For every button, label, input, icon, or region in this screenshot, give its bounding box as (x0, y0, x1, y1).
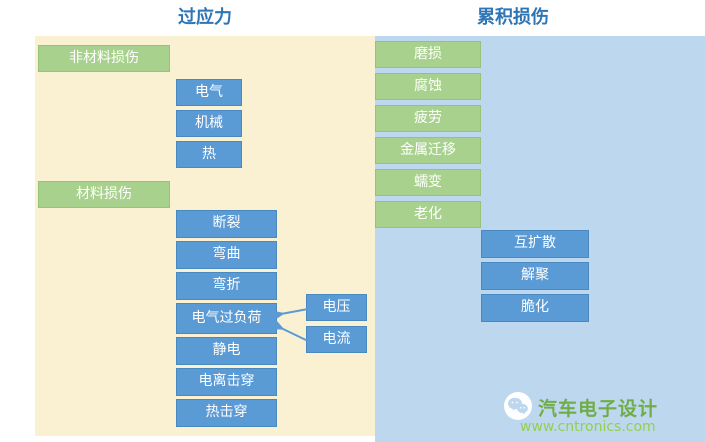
cumulative-mechanism: 金属迁移 (375, 137, 481, 164)
material-item: 电离击穿 (176, 368, 277, 396)
cumulative-mechanism: 蠕变 (375, 169, 481, 196)
cumulative-mechanism: 疲劳 (375, 105, 481, 132)
material-item: 弯曲 (176, 241, 277, 269)
non-material-item: 热 (176, 141, 242, 168)
material-item: 静电 (176, 337, 277, 365)
non-material-item: 机械 (176, 110, 242, 137)
overstress-header: 过应力 (178, 7, 232, 28)
cumulative-sub-mechanism: 互扩散 (481, 230, 589, 258)
non-material-damage-label: 非材料损伤 (38, 45, 170, 72)
cumulative-damage-header: 累积损伤 (477, 7, 549, 28)
material-item: 断裂 (176, 210, 277, 238)
material-item: 热击穿 (176, 399, 277, 427)
overload-arrows (272, 308, 309, 342)
current-arrow (272, 318, 309, 342)
material-item-electrical-overload: 电气过负荷 (176, 303, 277, 334)
cumulative-mechanism: 腐蚀 (375, 73, 481, 100)
wechat-icon (504, 392, 532, 420)
cumulative-sub-mechanism: 脆化 (481, 294, 589, 322)
watermark-url: www.cntronics.com (520, 419, 656, 435)
overload-input-voltage: 电压 (306, 294, 367, 321)
overload-input-current: 电流 (306, 326, 367, 353)
cumulative-sub-mechanism: 解聚 (481, 262, 589, 290)
cumulative-mechanism: 磨损 (375, 41, 481, 68)
material-damage-label: 材料损伤 (38, 181, 170, 208)
voltage-arrow (272, 308, 309, 322)
watermark-brand: 汽车电子设计 (538, 398, 659, 420)
cumulative-mechanism: 老化 (375, 201, 481, 228)
material-item: 弯折 (176, 272, 277, 300)
non-material-item: 电气 (176, 79, 242, 106)
